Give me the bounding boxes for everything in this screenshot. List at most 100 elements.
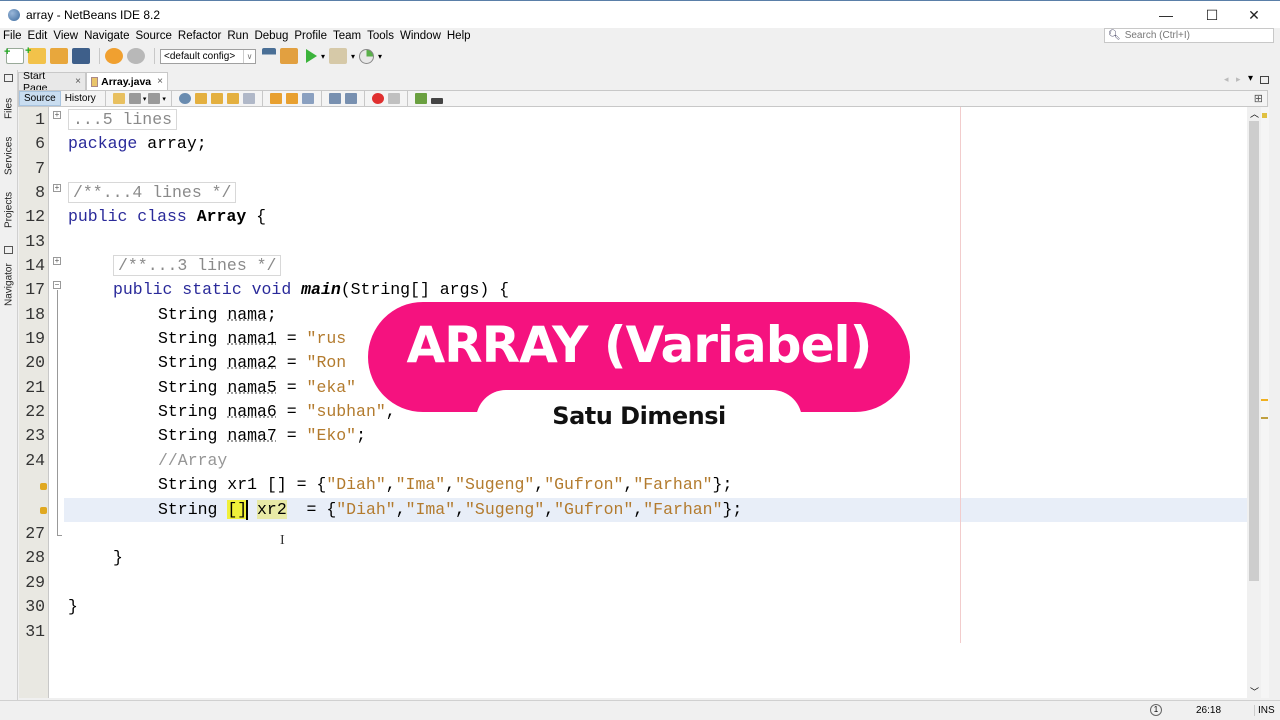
menu-window[interactable]: Window — [399, 30, 441, 42]
menu-source[interactable]: Source — [135, 30, 172, 42]
undo-icon[interactable] — [105, 48, 123, 64]
toolbar-separator — [154, 48, 155, 64]
line-number-gutter: 1 6 7 8 12 13 14 17 18 19 20 21 22 23 24… — [19, 107, 49, 698]
redo-icon[interactable] — [127, 48, 145, 64]
open-project-icon[interactable] — [50, 48, 68, 64]
netbeans-logo-icon — [8, 8, 20, 21]
folded-region[interactable]: /**...4 lines */ — [68, 182, 237, 203]
profile-icon[interactable] — [359, 48, 375, 64]
menu-debug[interactable]: Debug — [254, 30, 289, 42]
maximize-editor-icon[interactable] — [1260, 76, 1269, 84]
diff-icon[interactable] — [430, 97, 443, 104]
stop-macro-icon[interactable] — [387, 93, 400, 104]
search-input[interactable]: 🔍︎ Search (Ctrl+I) — [1104, 28, 1274, 43]
menu-view[interactable]: View — [53, 30, 79, 42]
scroll-tabs-right-icon[interactable]: ▸ — [1236, 74, 1241, 84]
line-number: 8 — [35, 183, 45, 202]
debug-icon[interactable] — [329, 48, 348, 64]
code-line-22: String nama6 = "subhan", — [158, 402, 396, 421]
scroll-down-icon[interactable]: ﹀ — [1250, 687, 1260, 697]
last-edit-icon[interactable] — [112, 93, 125, 104]
run-dropdown-icon[interactable]: ▾ — [321, 51, 326, 61]
expand-fold-icon[interactable]: + — [53, 110, 61, 119]
back-dropdown-icon[interactable]: ▾ — [142, 95, 147, 103]
menu-bar: File Edit View Navigate Source Refactor … — [0, 28, 1280, 44]
new-file-icon[interactable]: + — [4, 46, 24, 64]
previous-bookmark-icon[interactable] — [269, 93, 282, 104]
warning-mark[interactable] — [1261, 417, 1268, 419]
warning-mark[interactable] — [1261, 399, 1268, 401]
new-project-icon[interactable]: + — [25, 45, 46, 64]
forward-dropdown-icon[interactable]: ▾ — [162, 95, 166, 103]
minimize-button[interactable]: — — [1159, 7, 1173, 23]
tab-start-page[interactable]: Start Page × — [18, 70, 86, 94]
maximize-button[interactable]: ☐ — [1205, 6, 1219, 23]
chevron-down-icon: ∨ — [243, 49, 255, 63]
folded-region[interactable]: ...5 lines — [68, 109, 178, 130]
forward-icon[interactable] — [148, 93, 161, 104]
rect-selection-icon[interactable] — [242, 93, 255, 104]
folded-region[interactable]: /**...3 lines */ — [113, 255, 282, 276]
code-line-17: public static void main(String[] args) { — [113, 280, 510, 299]
toolbar-separator — [104, 90, 106, 107]
banner-title: ARRAY (Variabel) — [406, 316, 872, 374]
find-previous-icon[interactable] — [194, 93, 207, 104]
menu-help[interactable]: Help — [446, 30, 471, 42]
check-file-icon[interactable] — [414, 93, 427, 104]
toggle-highlight-icon[interactable] — [226, 93, 239, 104]
code-line-19: String nama1 = "rus — [158, 329, 347, 348]
close-tab-icon[interactable]: × — [157, 76, 163, 87]
collapse-fold-icon[interactable]: − — [53, 280, 61, 289]
config-select[interactable]: <default config> ∨ — [160, 48, 256, 64]
toggle-bookmark-icon[interactable] — [301, 93, 314, 104]
back-icon[interactable] — [128, 93, 141, 104]
menu-navigate[interactable]: Navigate — [84, 30, 130, 42]
code-line-24: //Array — [158, 451, 228, 470]
java-file-icon — [91, 76, 99, 87]
banner-subtitle-pill: Satu Dimensi — [476, 390, 802, 450]
menu-team[interactable]: Team — [332, 30, 362, 42]
scroll-up-icon[interactable]: ︿ — [1250, 109, 1260, 119]
tab-list-dropdown-icon[interactable]: ▾ — [1248, 73, 1254, 84]
config-value: <default config> — [164, 50, 236, 62]
menu-file[interactable]: File — [3, 30, 22, 42]
expand-fold-icon[interactable]: + — [53, 256, 61, 265]
run-icon[interactable] — [306, 49, 317, 63]
find-icon[interactable] — [178, 93, 191, 104]
source-tab[interactable]: Source — [19, 91, 61, 106]
notifications-icon[interactable]: 1 — [1150, 704, 1162, 716]
menu-refactor[interactable]: Refactor — [177, 30, 222, 42]
menu-tools[interactable]: Tools — [367, 30, 394, 42]
close-tab-icon[interactable]: × — [75, 76, 81, 87]
menu-profile[interactable]: Profile — [294, 30, 327, 42]
toolbar-separator — [406, 90, 408, 107]
next-bookmark-icon[interactable] — [285, 93, 298, 104]
menu-run[interactable]: Run — [227, 30, 249, 42]
profile-dropdown-icon[interactable]: ▾ — [378, 51, 383, 61]
save-all-icon[interactable] — [72, 48, 90, 64]
shift-left-icon[interactable] — [328, 93, 341, 104]
scrollbar-thumb[interactable] — [1249, 121, 1259, 581]
tab-array-java[interactable]: Array.java × — [86, 72, 168, 90]
debug-dropdown-icon[interactable]: ▾ — [351, 51, 356, 61]
start-macro-icon[interactable] — [371, 93, 384, 104]
vertical-scrollbar[interactable]: ︿ ﹀ — [1247, 107, 1261, 698]
shift-right-icon[interactable] — [344, 93, 357, 104]
history-tab[interactable]: History — [64, 93, 96, 104]
scroll-tabs-left-icon[interactable]: ◂ — [1224, 74, 1229, 84]
warning-bulb-icon[interactable] — [40, 507, 47, 514]
close-window-button[interactable]: ✕ — [1248, 6, 1260, 23]
warning-bulb-icon[interactable] — [40, 483, 47, 490]
restore-window-icon[interactable] — [4, 246, 13, 254]
menu-edit[interactable]: Edit — [27, 30, 48, 42]
code-line-26-current: String [] xr2 = {"Diah","Ima","Sugeng","… — [64, 498, 1247, 523]
restore-window-icon[interactable] — [4, 74, 13, 82]
caret-position: 26:18 — [1196, 705, 1222, 716]
find-next-icon[interactable] — [210, 93, 223, 104]
tab-label: Array.java — [101, 75, 152, 88]
expand-fold-icon[interactable]: + — [53, 183, 61, 192]
build-icon[interactable] — [262, 48, 276, 64]
code-line-28: } — [113, 548, 123, 567]
split-editor-icon[interactable]: ⊞ — [1253, 93, 1263, 105]
clean-build-icon[interactable] — [280, 48, 298, 64]
